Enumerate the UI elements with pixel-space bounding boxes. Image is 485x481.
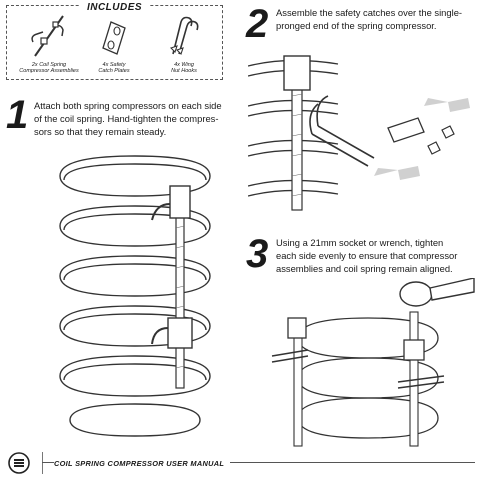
step-2-illustration xyxy=(248,55,470,211)
includes-box: INCLUDES 2x Coil Spring Compressor Assem… xyxy=(6,2,223,80)
footer-rule xyxy=(42,462,475,463)
catch-plate-icon xyxy=(102,21,126,55)
wing-nut-hook-icon xyxy=(169,16,199,56)
step-3-text: Using a 21mm socket or wrench, tighten e… xyxy=(276,237,458,274)
step-2-text: Assemble the safety catches over the sin… xyxy=(276,7,463,31)
spring-compressor-icon xyxy=(31,15,64,57)
ratchet-wrench-icon xyxy=(399,278,475,307)
brand-logo-icon xyxy=(8,452,30,474)
step-3-number: 3 xyxy=(246,232,269,276)
step-1-number: 1 xyxy=(6,93,29,137)
include-caption-compressor: 2x Coil Spring Compressor Assemblies xyxy=(19,62,79,74)
include-caption-hooks: 4x Wing Nut Hooks xyxy=(171,62,197,74)
footer-separator xyxy=(42,452,43,474)
include-caption-plates: 4x Safety Catch Plates xyxy=(98,62,130,74)
step-2-number: 2 xyxy=(246,2,269,46)
step-3-illustration xyxy=(271,278,475,447)
step-1-text: Attach both spring compressors on each s… xyxy=(34,100,222,137)
footer-title: COIL SPRING COMPRESSOR USER MANUAL xyxy=(54,459,231,468)
coil-spring-illustration xyxy=(59,155,211,437)
arrow-icon xyxy=(374,166,420,180)
includes-title: INCLUDES xyxy=(7,0,222,15)
arrow-icon xyxy=(424,98,470,112)
